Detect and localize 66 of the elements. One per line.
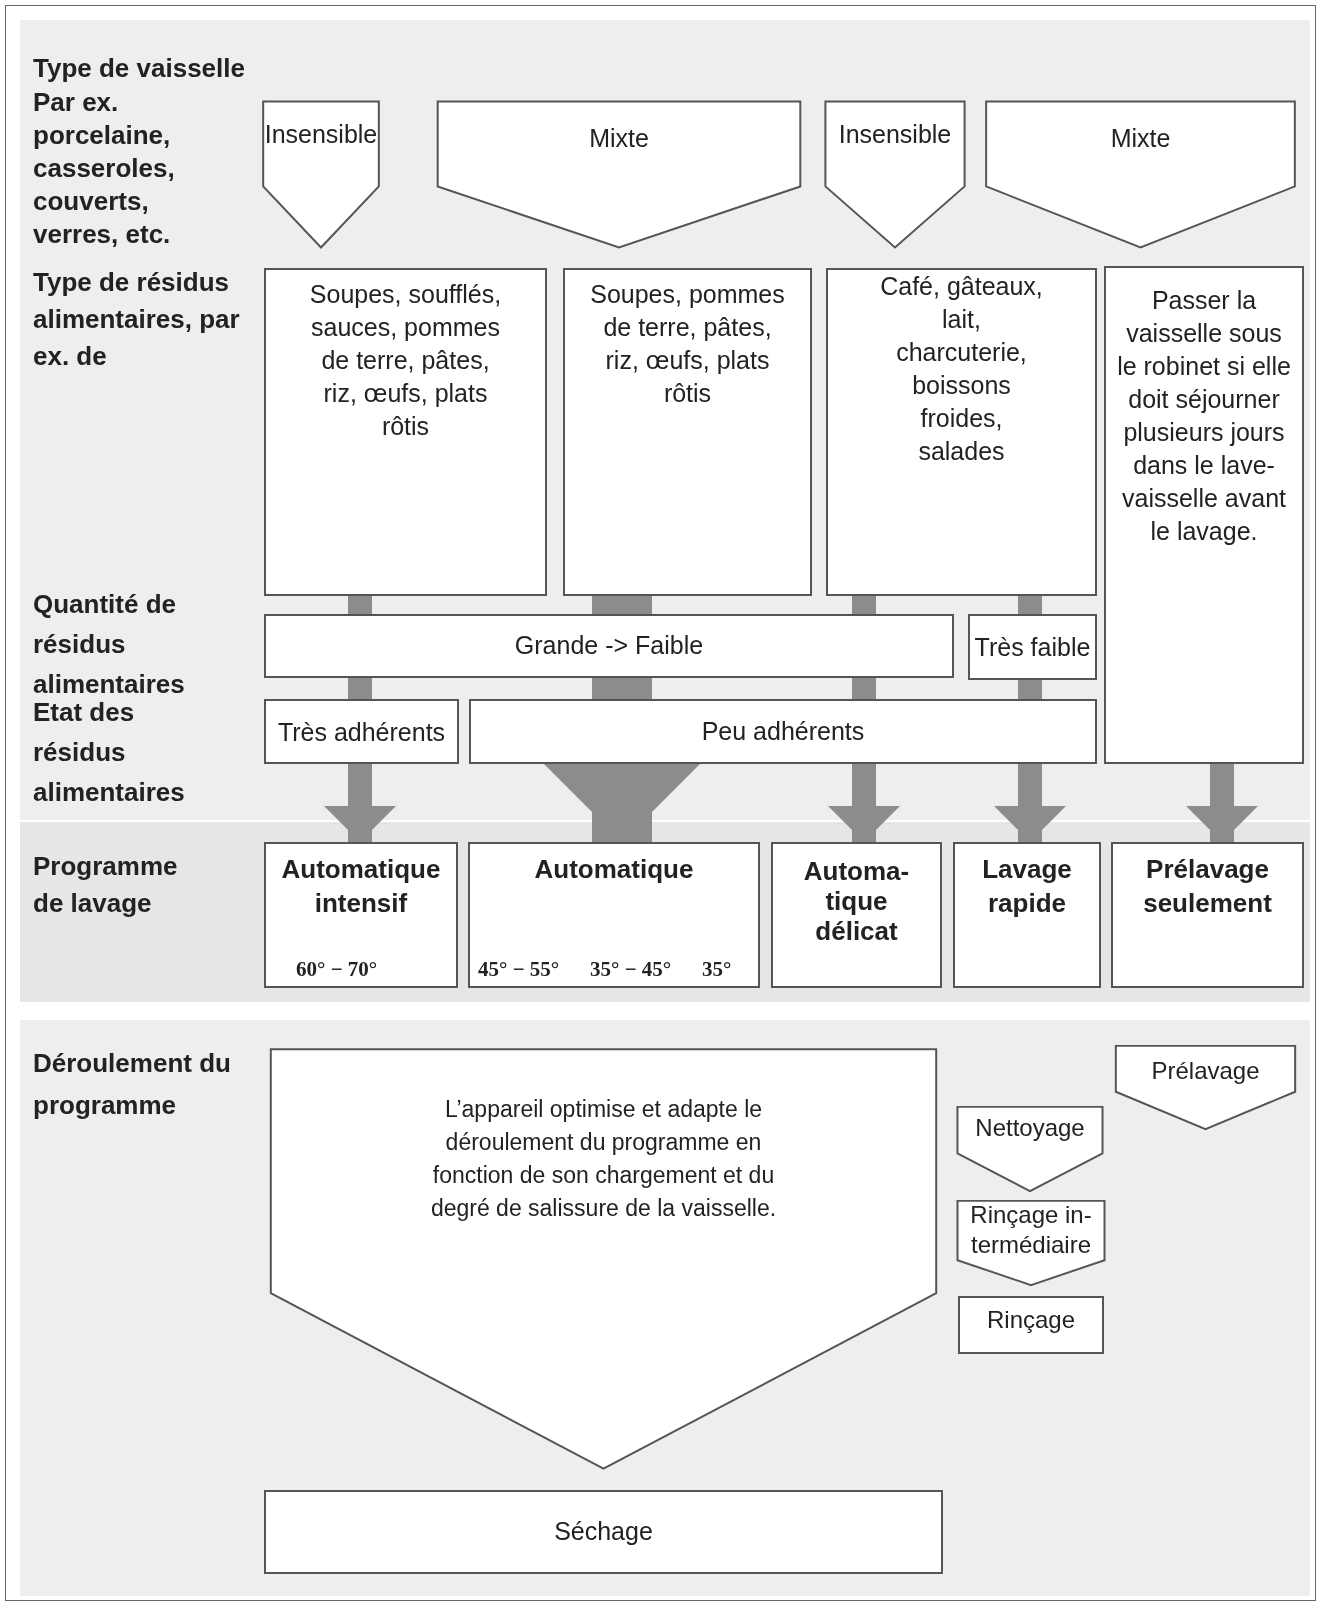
node-text: Prélavage xyxy=(1151,1056,1260,1086)
pentagon-arrow-box xyxy=(824,100,966,249)
pentagon-arrow-box xyxy=(434,100,804,249)
node-text: Mixte xyxy=(589,123,649,154)
process-box xyxy=(953,842,1101,988)
process-box xyxy=(468,842,760,988)
pentagon-arrow-box xyxy=(956,1106,1104,1192)
row-heading: Programme de lavage xyxy=(33,850,179,920)
pentagon-arrow-box xyxy=(983,100,1298,249)
connector-bar xyxy=(592,678,652,699)
arrow xyxy=(828,764,900,842)
node-text: Soupes, soufflés, sauces, pommes de terre, pâtes, riz, œufs, plats rôtis xyxy=(308,279,503,442)
process-box xyxy=(264,699,459,764)
node-text: L’appareil optimise et adapte le déroulement du programme en fonction de son chargement et du degré de salissure de la vaisselle. xyxy=(429,1095,778,1223)
connector-bar xyxy=(1018,596,1042,614)
process-box xyxy=(1104,266,1304,764)
temperature-label: 35° xyxy=(702,956,733,983)
node-text: Très adhérents xyxy=(277,716,446,748)
node-text: Passer la vaisselle sous le robinet si elle doit séjourner plusieurs jours dans le lave-vaisselle avant le lavage. xyxy=(1116,285,1292,547)
node-text: Automatique intensif xyxy=(280,853,442,920)
node-text: Grande -> Faible xyxy=(514,630,704,662)
arrow xyxy=(994,764,1066,842)
pentagon-arrow-box xyxy=(956,1200,1106,1286)
node-text: Nettoyage xyxy=(975,1113,1085,1143)
row-heading: Par ex. porcelaine, casseroles, couverts, verres, etc. xyxy=(33,86,176,251)
process-box xyxy=(264,842,458,988)
temperature-label: 60° − 70° xyxy=(296,956,379,983)
pentagon-arrow-box xyxy=(262,100,380,249)
process-box xyxy=(958,1296,1104,1354)
process-box xyxy=(968,614,1097,680)
process-box xyxy=(771,842,942,988)
node-text: Peu adhérents xyxy=(701,716,865,747)
node-text: Lavage rapide xyxy=(981,853,1073,920)
node-text: Café, gâteaux, lait, charcuterie, boissons froides, salades xyxy=(879,271,1044,467)
connector-bar xyxy=(348,596,372,614)
process-box xyxy=(264,1490,943,1574)
process-box xyxy=(826,268,1097,596)
node-text: Rinçage in- termédiaire xyxy=(969,1200,1093,1260)
temperature-label: 35° − 45° xyxy=(590,956,673,983)
connector-bar xyxy=(852,678,876,699)
node-text: Automa- tique délicat xyxy=(802,856,911,946)
node-text: Très faible xyxy=(974,632,1091,663)
node-text: Séchage xyxy=(554,1516,653,1548)
row-heading: Type de vaisselle xyxy=(33,52,246,85)
process-box xyxy=(469,699,1097,764)
arrow xyxy=(1186,764,1258,842)
node-text: Insensible xyxy=(264,119,378,150)
row-heading: Déroulement du programme xyxy=(33,1047,232,1122)
node-text: Prélavage seulement xyxy=(1142,853,1273,920)
connector-bar xyxy=(592,596,652,614)
connector-bar xyxy=(348,678,372,699)
connector-bar xyxy=(852,596,876,614)
node-text: Mixte xyxy=(1110,123,1171,154)
pentagon-arrow-box xyxy=(1114,1045,1297,1130)
process-box xyxy=(1111,842,1304,988)
temperature-label: 45° − 55° xyxy=(478,956,561,983)
arrow xyxy=(324,764,396,842)
connector-bar xyxy=(1018,680,1042,699)
node-text: Rinçage xyxy=(986,1305,1076,1335)
node-text: Automatique xyxy=(534,853,694,886)
node-text: Insensible xyxy=(838,119,952,150)
process-box xyxy=(563,268,812,596)
process-box xyxy=(264,614,954,678)
node-text: Soupes, pommes de terre, pâtes, riz, œufs, plats rôtis xyxy=(589,279,786,409)
row-heading: Type de résidus alimentaires, par ex. de xyxy=(33,266,241,373)
process-box xyxy=(264,268,547,596)
